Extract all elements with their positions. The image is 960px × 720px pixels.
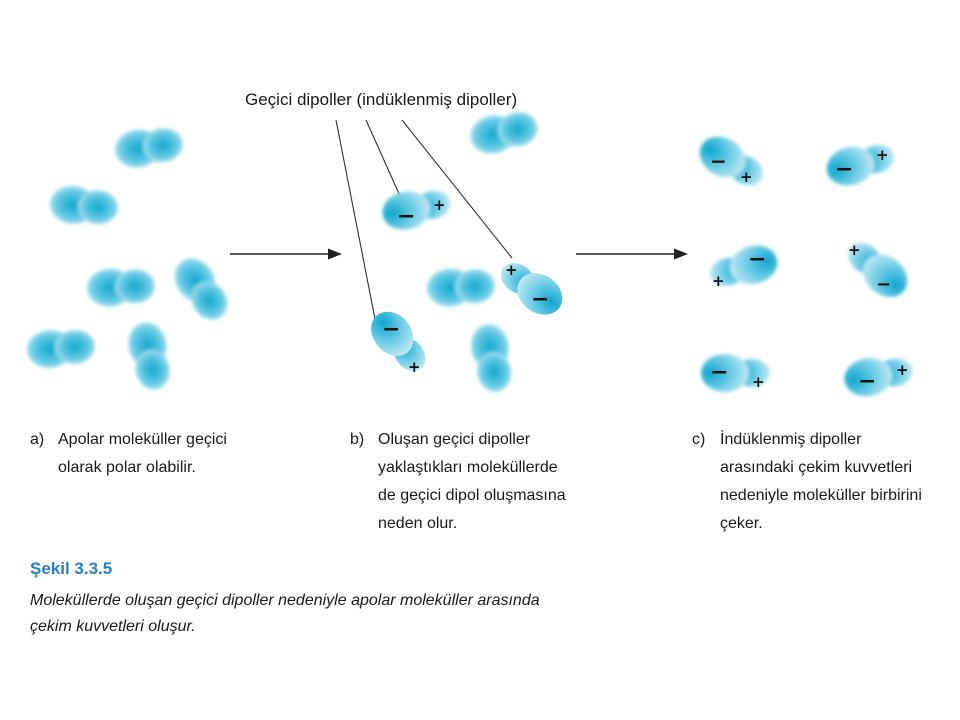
figure-number: Şekil 3.3.5 [30, 559, 113, 578]
minus-sign: − [397, 204, 415, 229]
plus-sign: + [505, 261, 518, 279]
minus-sign: − [858, 369, 876, 394]
caption-b-text: Oluşan geçici dipoller yaklaştıkları mol… [378, 426, 638, 538]
plus-sign: + [408, 358, 421, 376]
minus-sign: − [710, 360, 728, 385]
pointer-lines [335, 119, 513, 325]
molecule [48, 184, 120, 228]
caption-b-line: Oluşan geçici dipoller [378, 431, 531, 448]
minus-sign: − [531, 287, 549, 312]
plus-sign: + [848, 241, 861, 259]
plus-sign: + [712, 272, 725, 290]
molecule [86, 266, 156, 308]
dipole-diagram: − + + − − + − + − + + − + − [25, 90, 916, 400]
top-label: Geçici dipoller (indüklenmiş dipoller) [245, 90, 517, 109]
molecule [166, 250, 237, 328]
caption-c-line: çeker. [720, 515, 763, 532]
minus-sign: − [382, 317, 400, 342]
plus-sign: + [876, 146, 889, 164]
molecule [466, 106, 542, 158]
molecule [112, 123, 186, 171]
molecule [25, 326, 97, 370]
caption-b-line: de geçici dipol oluşmasına [378, 487, 566, 504]
caption-b: b) Oluşan geçici dipoller yaklaştıkları … [350, 426, 610, 546]
caption-c-text: İndüklenmiş dipoller arasındaki çekim ku… [720, 426, 960, 538]
panel-a-molecules [25, 123, 237, 394]
caption-b-line: yaklaştıkları moleküllerde [378, 459, 558, 476]
caption-a-line: Apolar moleküller geçici [58, 431, 227, 448]
figure-description-line: Moleküllerde oluşan geçici dipoller nede… [30, 592, 540, 609]
caption-c: c) İndüklenmiş dipoller arasındaki çekim… [692, 426, 932, 546]
caption-c-line: İndüklenmiş dipoller [720, 431, 862, 448]
panel-c-molecules: − + − + + − + − − + − + [692, 128, 916, 400]
minus-sign: − [710, 149, 727, 173]
molecule [467, 321, 517, 395]
caption-a-letter: a) [30, 431, 45, 448]
caption-a-line: olarak polar olabilir. [58, 459, 196, 476]
arrow-a-to-b [230, 248, 342, 260]
caption-a: a) Apolar moleküller geçici olarak polar… [30, 426, 280, 486]
plus-sign: + [752, 373, 765, 391]
plus-sign: + [433, 196, 446, 214]
plus-sign: + [740, 168, 753, 186]
plus-sign: + [896, 361, 909, 379]
figure-description-line: çekim kuvvetleri oluşur. [30, 618, 196, 635]
caption-c-line: arasındaki çekim kuvvetleri [720, 459, 913, 476]
caption-b-letter: b) [350, 431, 365, 448]
caption-b-line: neden olur. [378, 515, 458, 532]
molecule [124, 318, 176, 394]
figure-description: Moleküllerde oluşan geçici dipoller nede… [30, 588, 630, 640]
panel-b-molecules: − + + − − + [362, 106, 571, 395]
dipole-molecule [692, 128, 772, 196]
minus-sign: − [748, 247, 766, 272]
minus-sign: − [835, 157, 853, 182]
arrow-b-to-c [576, 248, 688, 260]
caption-a-text: Apolar moleküller geçici olarak polar ol… [58, 426, 308, 482]
minus-sign: − [876, 274, 891, 295]
caption-c-letter: c) [692, 431, 706, 448]
molecule [426, 266, 496, 308]
caption-c-line: nedeniyle moleküller birbirini [720, 487, 922, 504]
